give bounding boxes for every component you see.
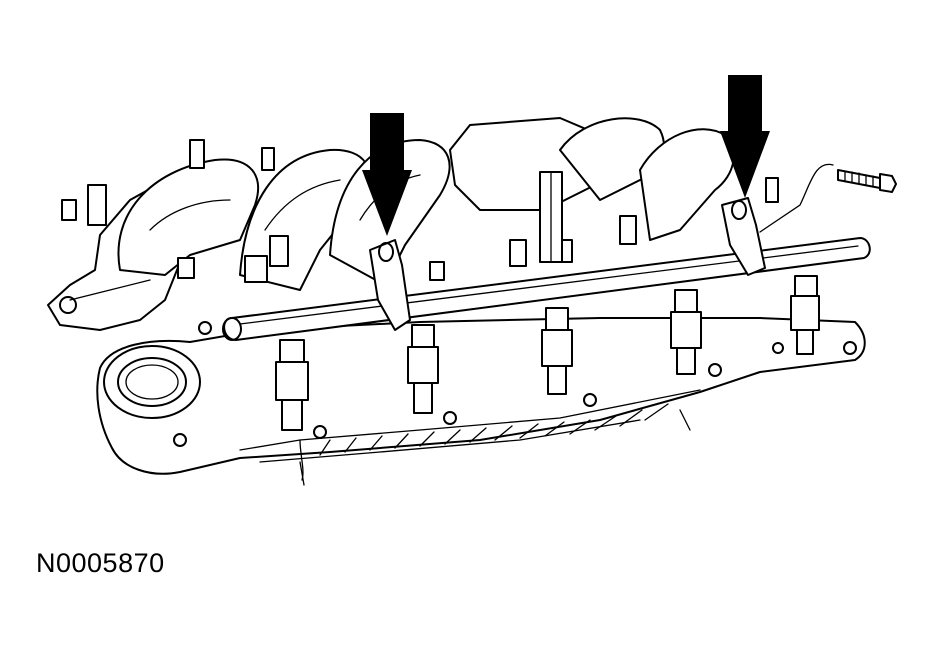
thermostat-housing (103, 345, 201, 419)
manifold-bolt-holes (173, 321, 857, 447)
fuel-injector-5 (790, 275, 820, 355)
lower-intake-manifold (96, 317, 866, 481)
fuel-injector-1 (275, 339, 309, 431)
fuel-injectors (275, 275, 820, 431)
manifold-ribs (319, 403, 669, 456)
fuel-rail-brackets (369, 197, 766, 331)
manifold-bosses (177, 139, 779, 283)
left-retainer-arrow (362, 113, 412, 236)
right-retainer-arrow (720, 75, 770, 198)
fuel-injector-4 (670, 289, 702, 375)
figure-caption: N0005870 (36, 548, 165, 578)
intake-runners (117, 117, 735, 291)
fuel-injector-2 (407, 324, 439, 414)
lower-studs (299, 409, 691, 486)
retaining-bolt (759, 163, 897, 233)
fuel-injector-3 (541, 307, 573, 395)
